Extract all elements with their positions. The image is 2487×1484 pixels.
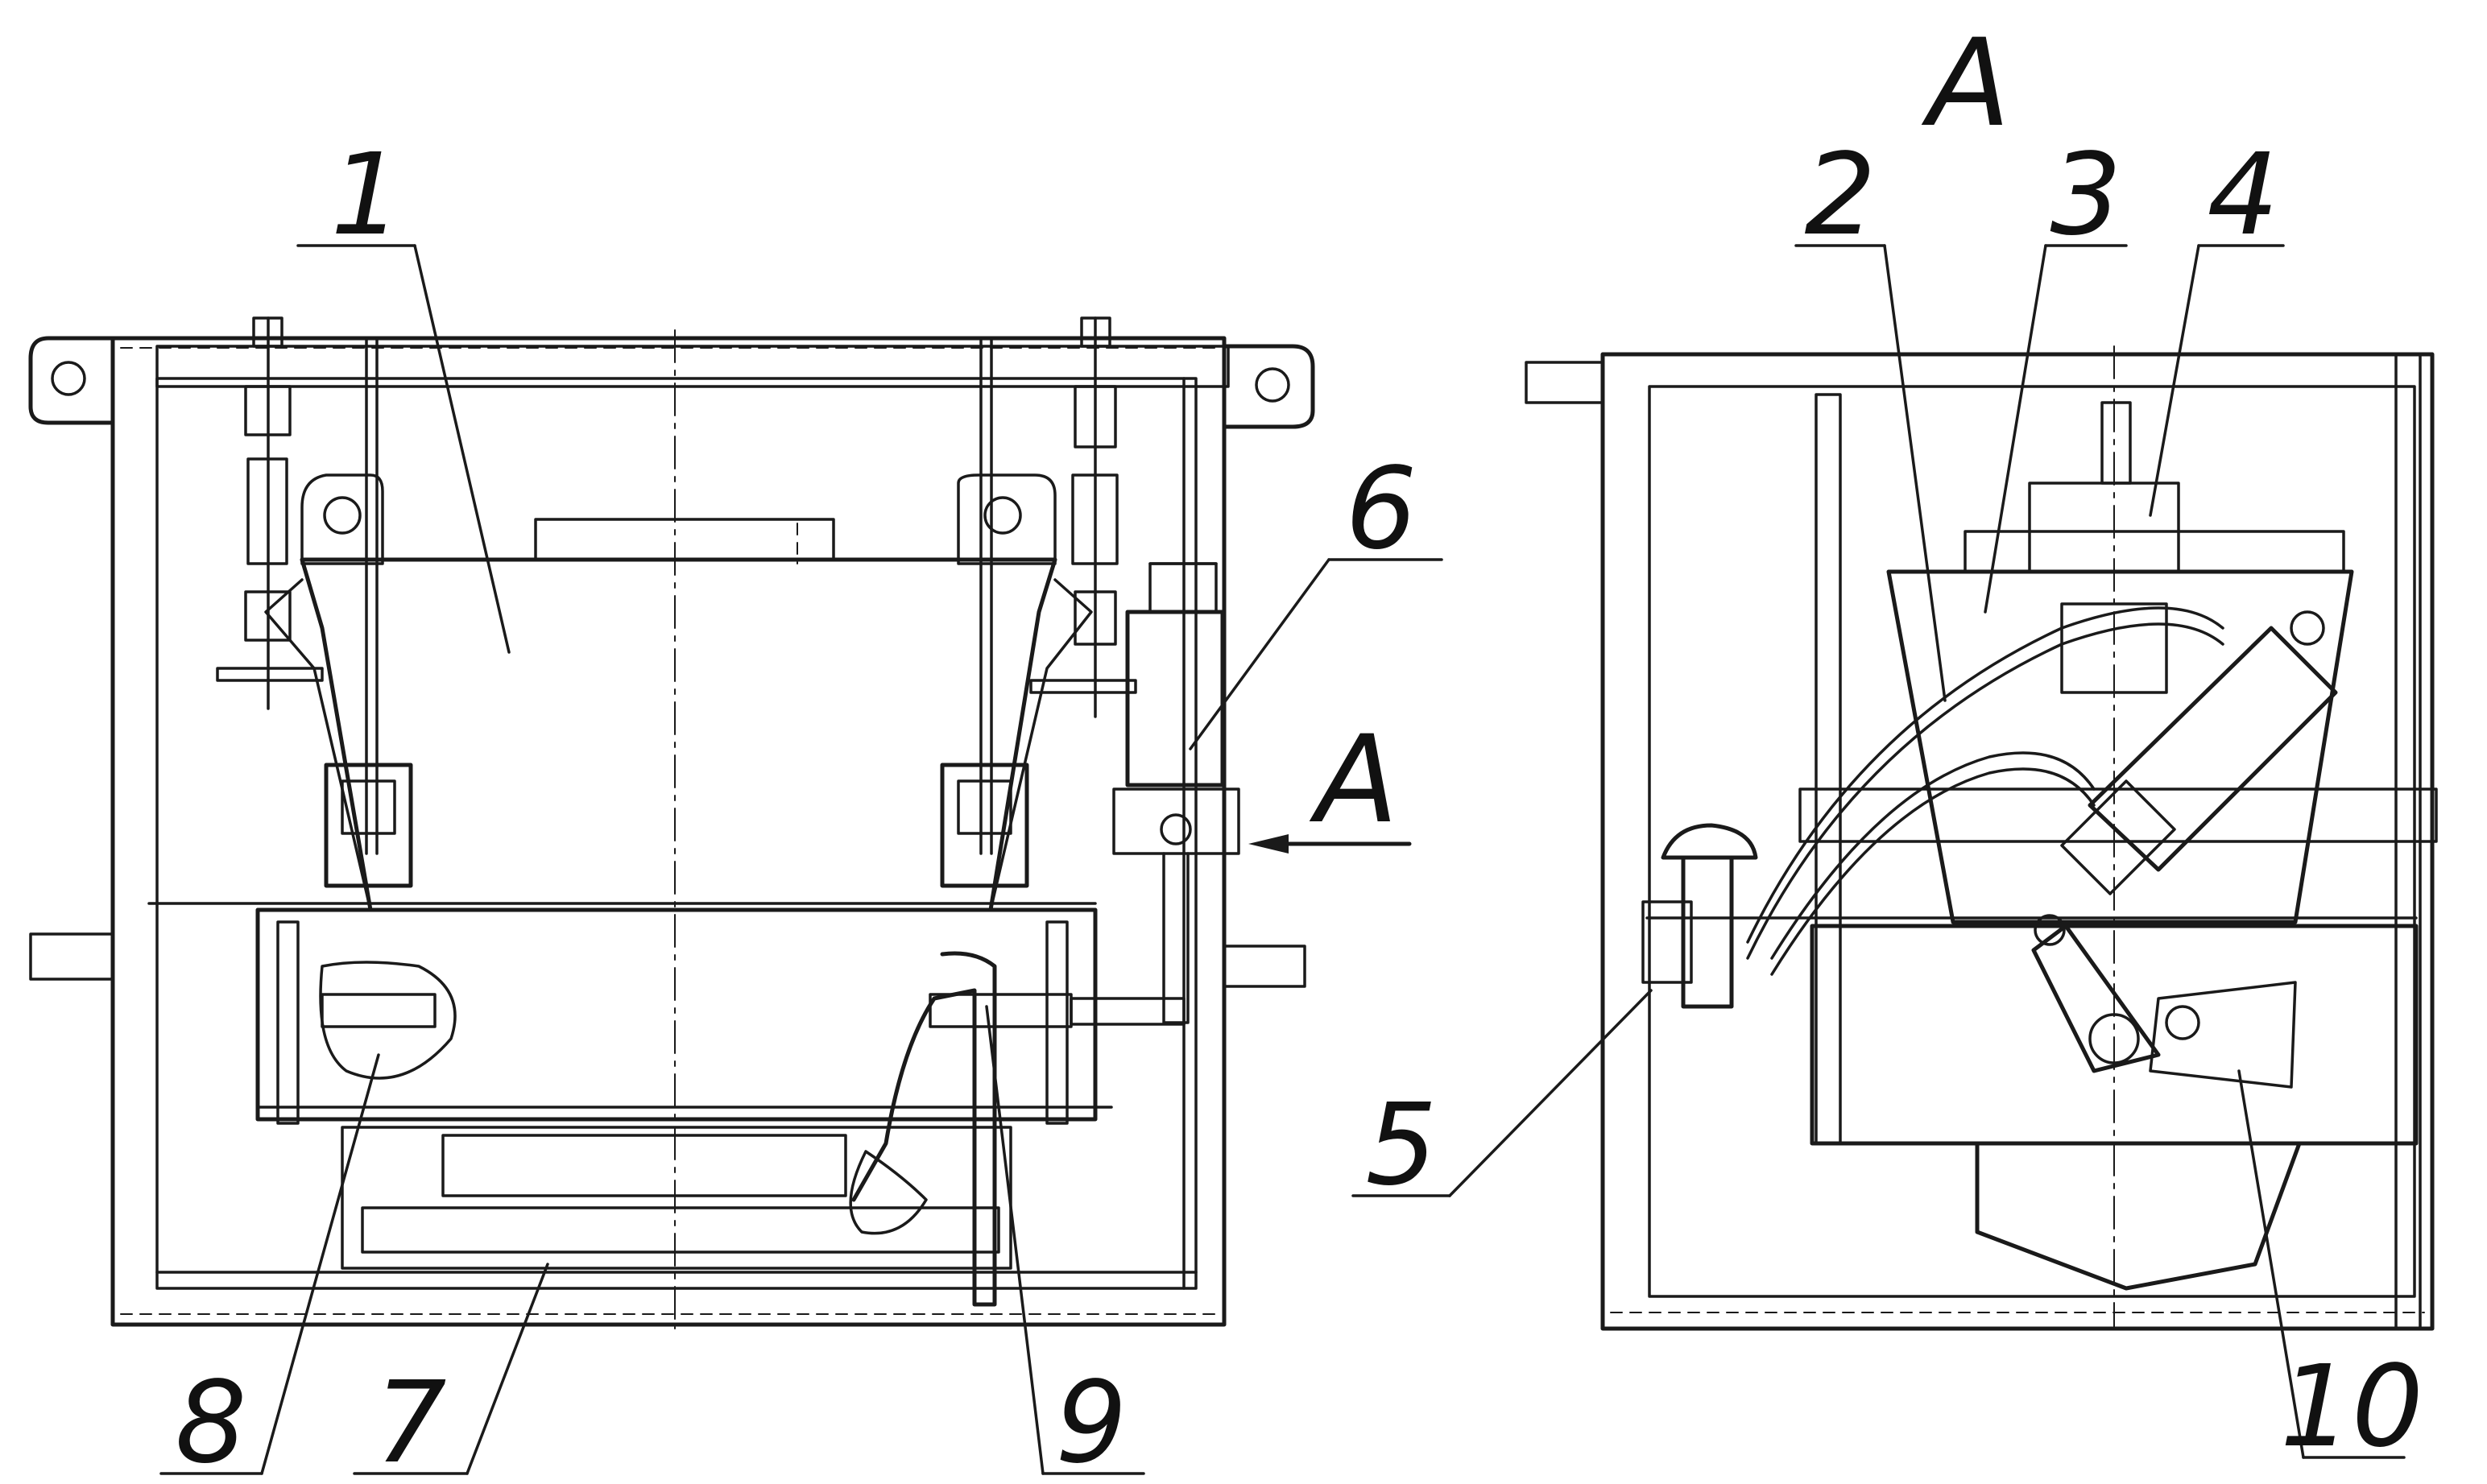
callout-7: 7 — [374, 1358, 446, 1484]
hopper — [264, 518, 1093, 912]
front-leaders — [159, 244, 1443, 1475]
pneumatic-cylinder — [1746, 606, 2338, 1073]
callout-9: 9 — [1055, 1358, 1127, 1484]
callout-6: 6 — [1345, 444, 1417, 575]
callout-2: 2 — [1804, 130, 1876, 261]
view-title: A — [1922, 14, 2011, 154]
callout-3: 3 — [2050, 130, 2121, 261]
section-arrow-label: A — [1310, 710, 1399, 850]
front-frame — [28, 336, 1315, 1327]
callout-4: 4 — [2207, 130, 2278, 261]
callout-10: 10 — [2280, 1341, 2423, 1473]
section-hopper — [1886, 401, 2354, 924]
section-gate-box — [1810, 924, 2419, 1291]
front-view — [28, 244, 1443, 1475]
gate-assembly — [147, 902, 1186, 1307]
hanger-rods — [300, 337, 1057, 888]
section-frame — [1525, 352, 2438, 1331]
drive-cylinder — [1112, 562, 1240, 1024]
callout-8: 8 — [175, 1358, 246, 1484]
section-view — [1351, 244, 2438, 1459]
section-arrow — [1248, 834, 1412, 854]
section-leaders — [1351, 244, 2406, 1459]
turnbuckles — [216, 316, 1137, 718]
callout-5: 5 — [1365, 1080, 1437, 1211]
handle — [1641, 823, 1758, 1009]
callout-1: 1 — [330, 130, 402, 261]
